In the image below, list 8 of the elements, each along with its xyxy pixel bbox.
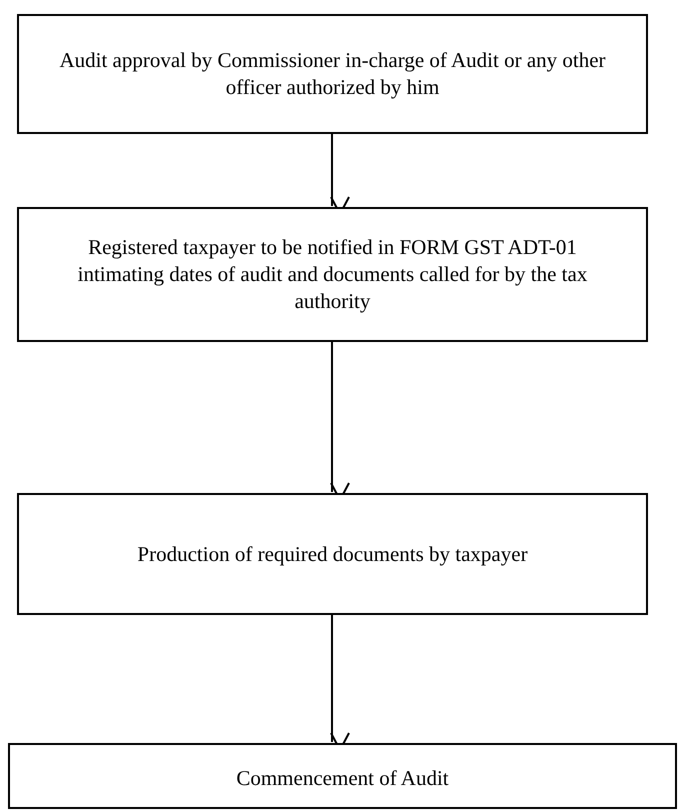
box-text: Registered taxpayer to be notified in FORM GST ADT-01 intimating dates of audit and documents called for by the tax authority — [76, 234, 588, 315]
process-box — [17, 207, 648, 342]
process-box — [17, 14, 648, 134]
box-text: Audit approval by Commissioner in-charge of Audit or any other officer authorized by him — [58, 47, 607, 101]
box-text: Commencement of Audit — [236, 765, 449, 792]
box-text: Production of required documents by taxpayer — [137, 540, 528, 568]
process-box — [17, 493, 648, 615]
process-box — [8, 743, 677, 809]
